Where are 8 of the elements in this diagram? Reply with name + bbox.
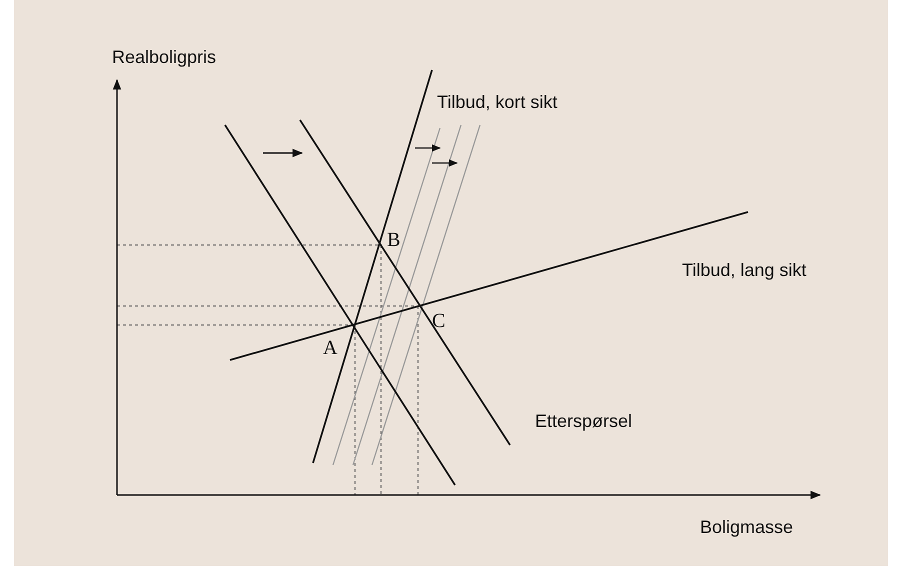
axis-title: Boligmasse [700,518,794,536]
point-label: C [432,311,446,331]
curve-label: Etterspørsel [535,412,632,430]
point-label: B [387,230,400,250]
curve-label: Tilbud, kort sikt [437,93,558,111]
axis-title: Realboligpris [112,48,216,66]
curve-label: Tilbud, lang sikt [682,261,806,279]
point-label: A [323,338,338,358]
